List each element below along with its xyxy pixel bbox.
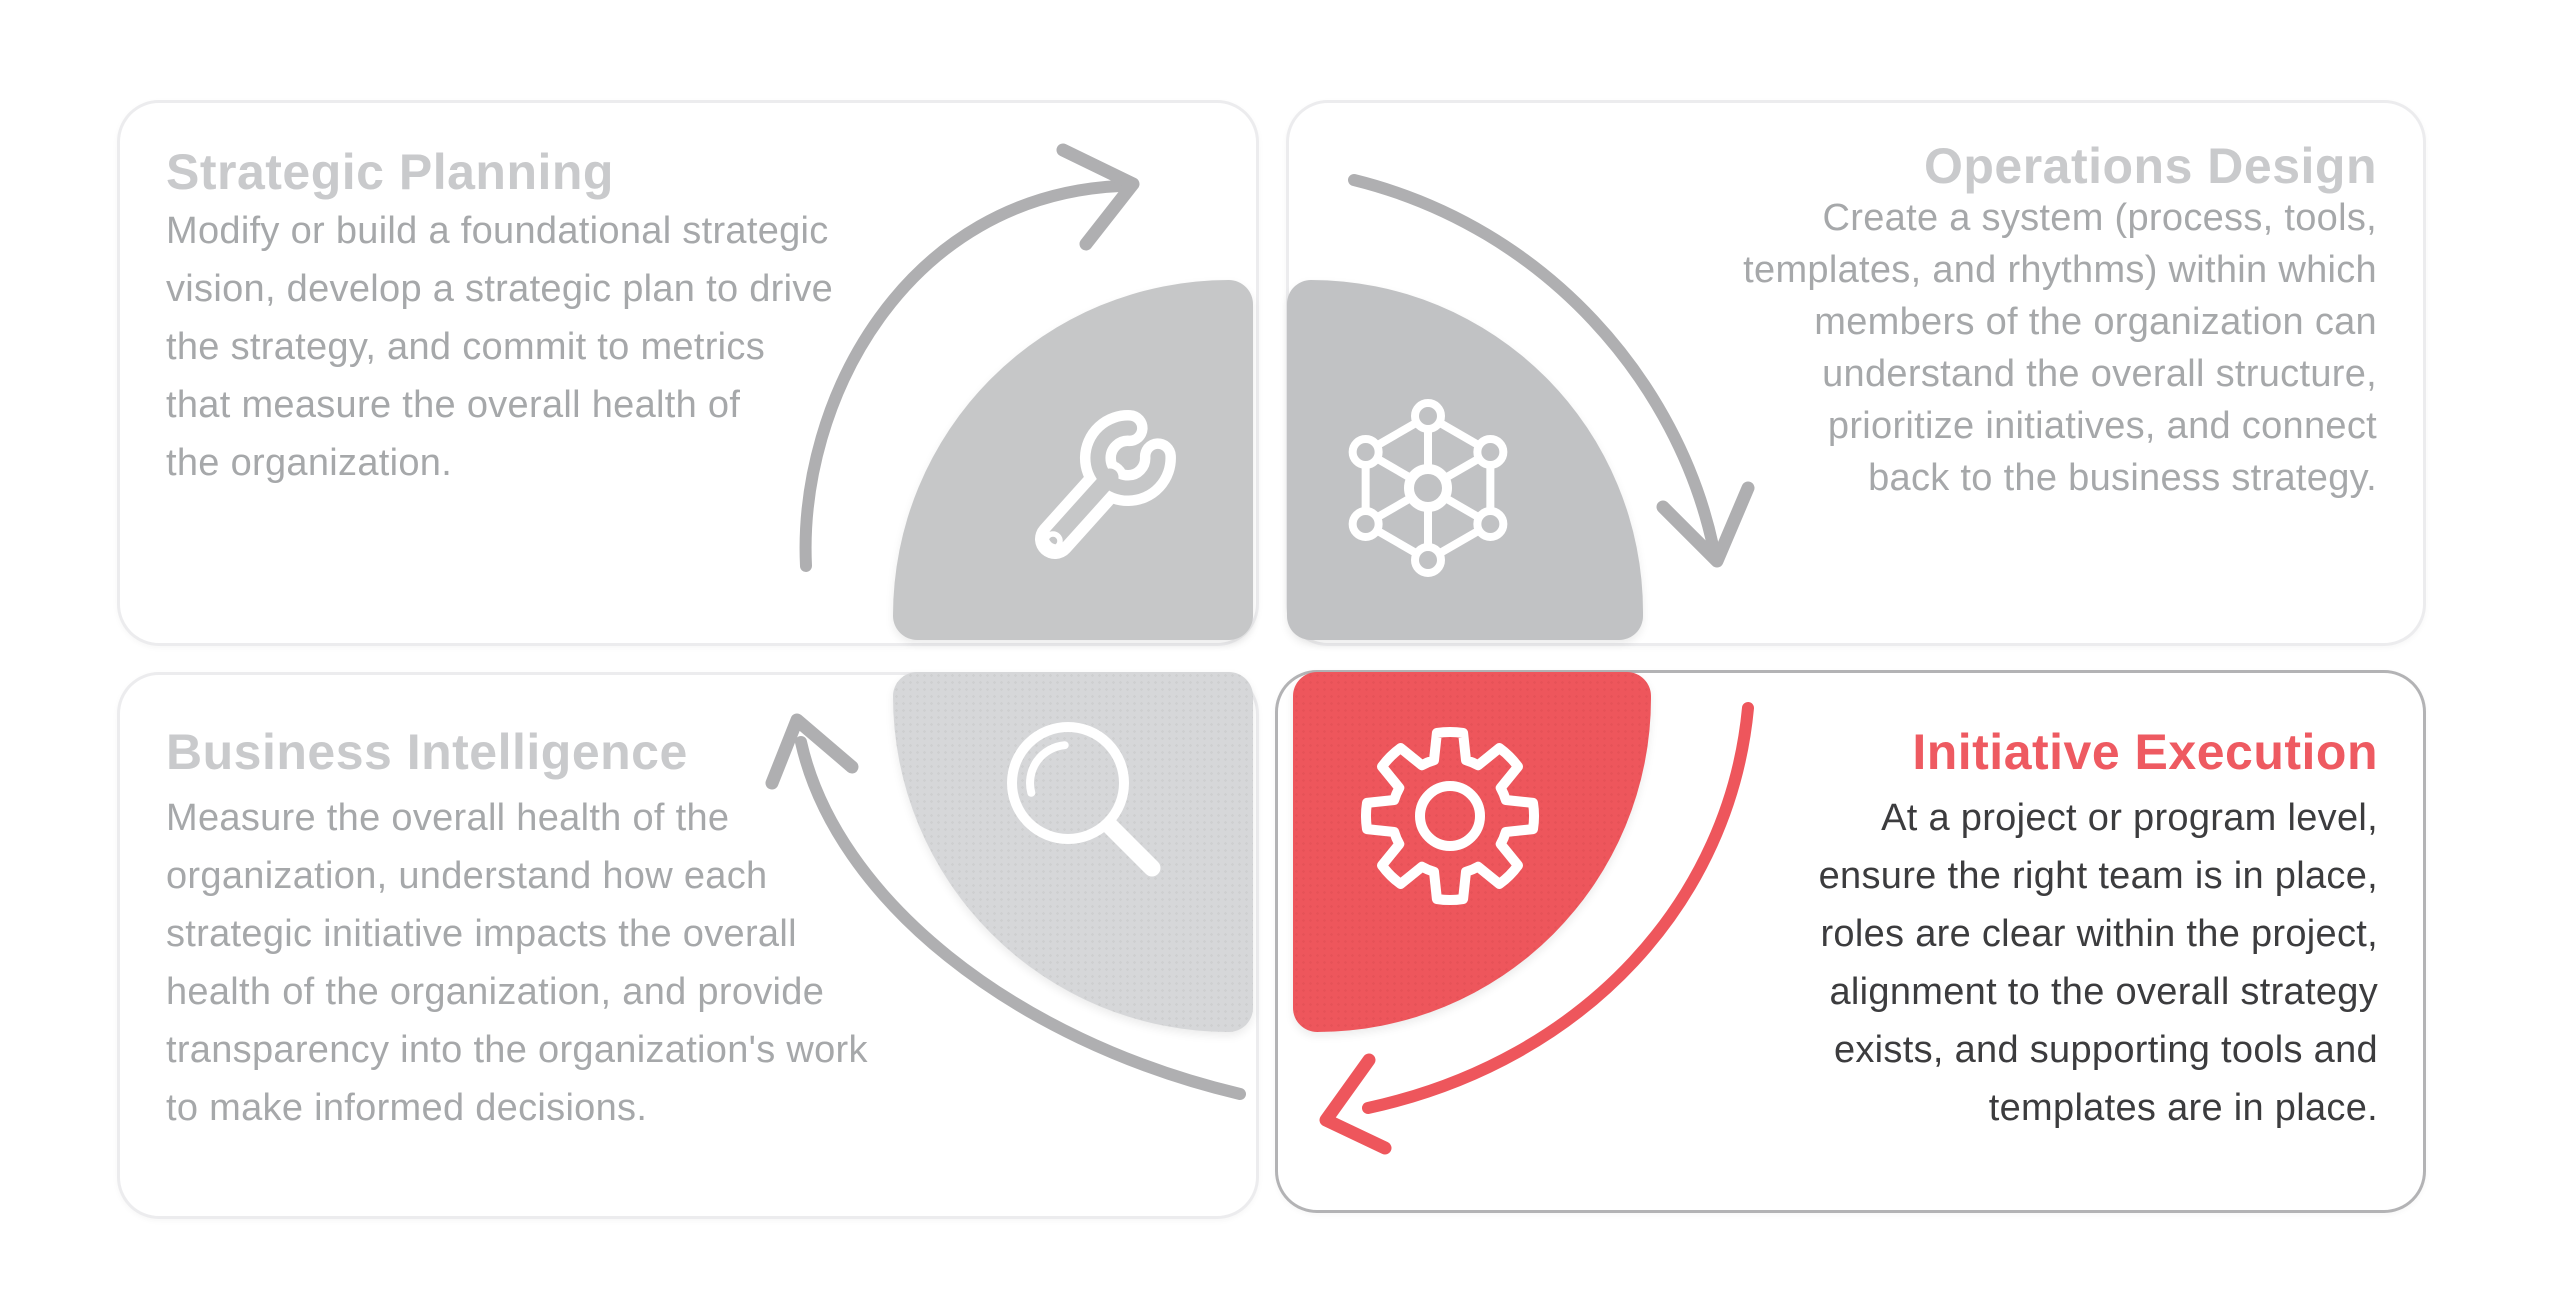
initiative-execution-title: Initiative Execution xyxy=(1912,724,2378,780)
strategic-planning-body: Modify or build a foundational strategic… xyxy=(166,210,834,484)
business-intelligence-body: Measure the overall health of the organi… xyxy=(166,797,868,1129)
initiative-execution-body: At a project or program level, ensure th… xyxy=(1818,797,2378,1129)
operations-design-body: Create a system (process, tools, templat… xyxy=(1743,197,2377,499)
operations-design-title: Operations Design xyxy=(1923,138,2377,194)
strategic-planning-title: Strategic Planning xyxy=(166,144,614,200)
business-intelligence-title: Business Intelligence xyxy=(166,724,688,780)
